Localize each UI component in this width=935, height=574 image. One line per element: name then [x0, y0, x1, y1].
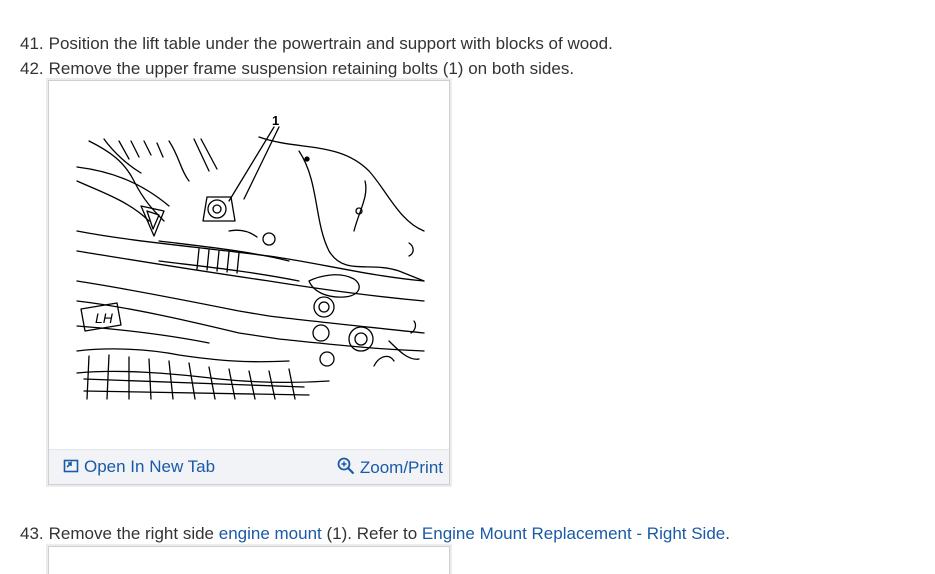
step-text: Remove the upper frame suspension retain…: [48, 59, 575, 78]
step-number: 43.: [20, 524, 44, 543]
step-text: Position the lift table under the powert…: [48, 34, 613, 53]
zoom-icon: [337, 457, 355, 475]
step-41: 41.Position the lift table under the pow…: [20, 34, 613, 54]
step-number: 42.: [20, 59, 44, 78]
zoom-print-link[interactable]: Zoom/Print: [337, 457, 443, 478]
step-text-before: Remove the right side: [48, 524, 219, 543]
open-in-new-tab-label: Open In New Tab: [84, 457, 216, 476]
step-42: 42.Remove the upper frame suspension ret…: [20, 59, 574, 79]
next-figure-card: [48, 546, 450, 574]
open-in-new-tab-link[interactable]: Open In New Tab: [63, 457, 215, 477]
engine-mount-replacement-link[interactable]: Engine Mount Replacement - Right Side: [421, 524, 726, 543]
step-text-middle: (1). Refer to: [321, 524, 422, 543]
callout-number: 1: [272, 113, 279, 128]
engine-mount-link[interactable]: engine mount: [218, 524, 322, 543]
zoom-print-label: Zoom/Print: [359, 458, 443, 477]
open-in-new-tab-icon: [63, 459, 79, 473]
step-number: 41.: [20, 34, 44, 53]
figure-card: LH 1 Open In New Tab Zoom/Print: [48, 80, 450, 485]
lh-label: LH: [95, 310, 114, 326]
suspension-diagram-image[interactable]: LH 1: [69, 111, 429, 401]
step-43: 43.Remove the right side engine mount (1…: [20, 524, 730, 544]
figure-footer: Open In New Tab Zoom/Print: [49, 449, 449, 484]
step-text-after: .: [725, 524, 730, 543]
